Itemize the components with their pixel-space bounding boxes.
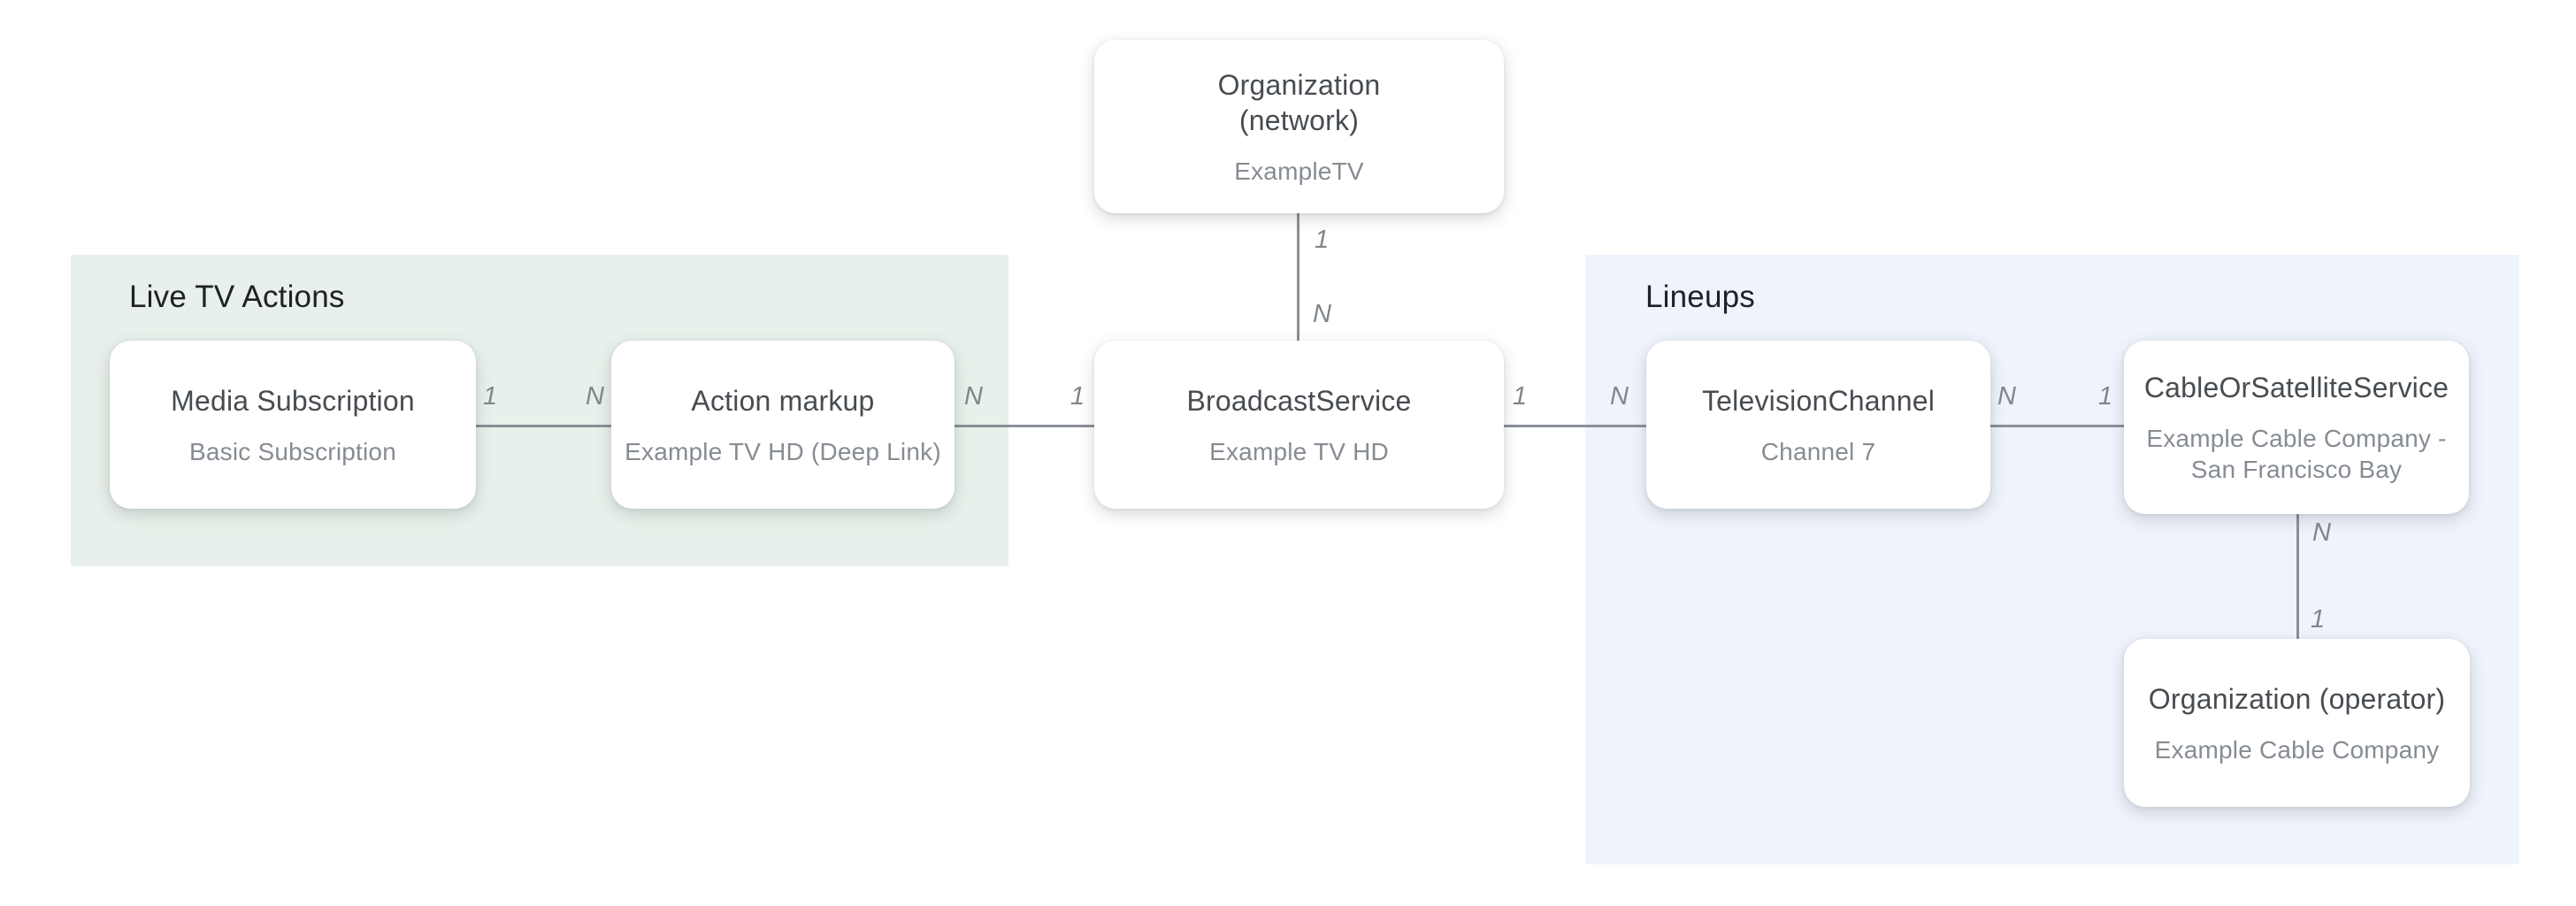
node-subtitle: ExampleTV	[1234, 157, 1364, 185]
cardinality-label: 1	[2098, 382, 2113, 411]
lineups-heading: Lineups	[1645, 280, 1756, 314]
connector-broadcastservice-to-televisionchannel	[1504, 425, 1646, 427]
node-title: Organization (network)	[1217, 68, 1381, 136]
connector-cableorsatelliteservice-to-operator	[2296, 514, 2299, 639]
node-subtitle: Basic Subscription	[189, 437, 396, 465]
cardinality-label: N	[1997, 382, 2016, 411]
cardinality-label: 1	[1070, 382, 1085, 411]
cardinality-label: N	[964, 382, 983, 411]
node-broadcast-service: BroadcastService Example TV HD	[1094, 341, 1504, 509]
cardinality-label: 1	[483, 382, 498, 411]
cardinality-label: N	[2312, 518, 2331, 547]
connector-mediasubscription-to-actionmarkup	[476, 425, 611, 427]
node-subtitle: Example TV HD (Deep Link)	[625, 437, 941, 465]
node-title: Action markup	[691, 384, 875, 417]
node-organization-operator: Organization (operator) Example Cable Co…	[2124, 639, 2470, 807]
node-title: Media Subscription	[171, 384, 415, 417]
cardinality-label: N	[586, 382, 604, 411]
connector-network-to-broadcastservice	[1297, 213, 1300, 341]
cardinality-label: 1	[2311, 605, 2326, 633]
cardinality-label: N	[1313, 300, 1331, 328]
node-television-channel: TelevisionChannel Channel 7	[1646, 341, 1990, 509]
node-title: BroadcastService	[1186, 384, 1412, 417]
node-subtitle: Channel 7	[1760, 437, 1876, 465]
node-cable-or-satellite-service: CableOrSatelliteService Example Cable Co…	[2124, 341, 2469, 514]
node-subtitle: Example Cable Company	[2154, 735, 2440, 764]
connector-actionmarkup-to-broadcastservice	[954, 425, 1094, 427]
node-action-markup: Action markup Example TV HD (Deep Link)	[611, 341, 954, 509]
node-media-subscription: Media Subscription Basic Subscription	[110, 341, 476, 509]
node-subtitle: Example TV HD	[1209, 437, 1389, 465]
connector-televisionchannel-to-cableorsatelliteservice	[1990, 425, 2124, 427]
node-title: CableOrSatelliteService	[2143, 372, 2450, 403]
cardinality-label: 1	[1513, 382, 1528, 411]
node-title: TelevisionChannel	[1701, 384, 1936, 417]
cardinality-label: 1	[1315, 226, 1330, 254]
node-subtitle: Example Cable Company - San Francisco Ba…	[2146, 425, 2447, 483]
live-tv-actions-heading: Live TV Actions	[129, 280, 345, 314]
node-title: Organization (operator)	[2148, 682, 2446, 715]
node-organization-network: Organization (network) ExampleTV	[1094, 40, 1504, 213]
cardinality-label: N	[1610, 382, 1629, 411]
